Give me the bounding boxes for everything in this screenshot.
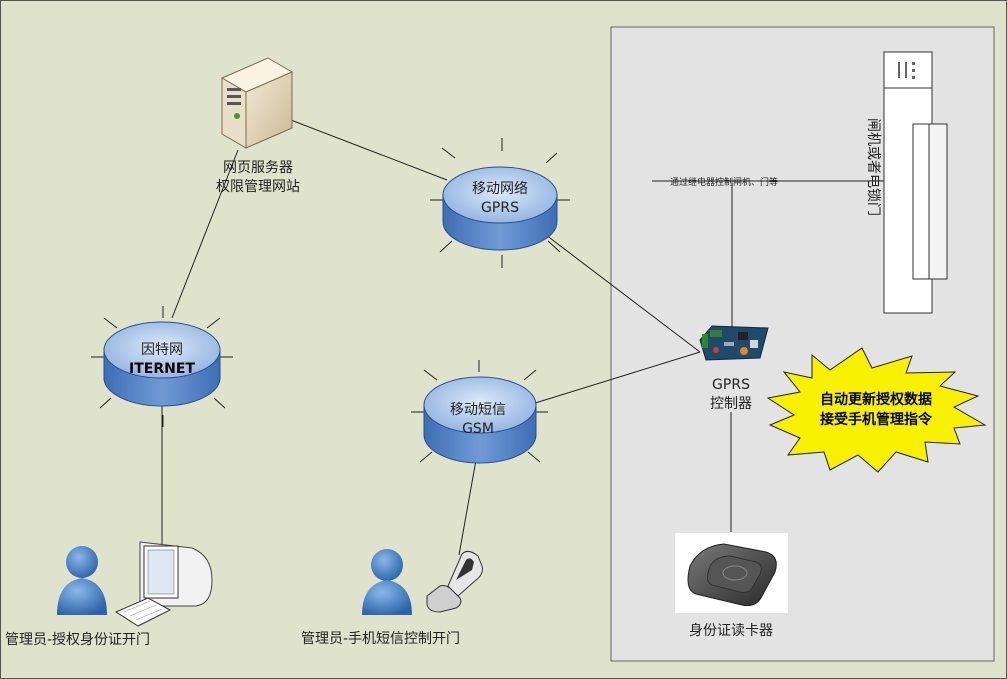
gate-door-icon <box>883 51 948 314</box>
server-icon <box>220 57 294 149</box>
line-server-internet <box>171 149 239 319</box>
starburst-text-1: 自动更新授权数据 <box>820 391 932 408</box>
gprs-network-icon <box>430 138 570 268</box>
starburst-text-2: 接受手机管理指令 <box>820 411 933 428</box>
starburst-callout <box>766 347 987 473</box>
gsm-label-1: 移动短信 <box>450 402 506 418</box>
internet-label-2: ITERNET <box>129 361 195 377</box>
site-panel <box>610 26 995 662</box>
admin-pc-label: 管理员-授权身份证开门 <box>5 632 150 648</box>
server-label-2: 权限管理网站 <box>216 179 300 195</box>
line-gsm-phone <box>458 459 477 556</box>
controller-label-1: GPRS <box>712 377 750 393</box>
line-gsm-controller <box>531 351 701 405</box>
card-reader-icon <box>675 533 788 613</box>
controller-label-2: 控制器 <box>710 396 752 412</box>
controller-board-icon <box>699 325 769 361</box>
server-label-1: 网页服务器 <box>223 160 293 176</box>
gprs-network-label-1: 移动网络 <box>472 181 528 197</box>
computer-icon <box>114 541 213 627</box>
gate-label: 闸机或者电锁门 <box>865 118 881 216</box>
card-reader-label: 身份证读卡器 <box>689 622 773 639</box>
internet-icon <box>91 306 233 427</box>
relay-label: 通过继电器控制闸机、门等 <box>670 176 778 188</box>
gsm-network-icon <box>411 360 548 464</box>
gsm-label-2: GSM <box>462 421 494 437</box>
admin-pc-person-icon <box>57 546 107 615</box>
internet-label-1: 因特网 <box>141 342 183 358</box>
mobile-phone-icon <box>426 550 483 613</box>
line-server-gprs <box>282 116 448 181</box>
admin-phone-person-icon <box>362 549 412 615</box>
connection-lines <box>161 116 895 556</box>
admin-phone-label: 管理员-手机短信控制开门 <box>301 631 460 647</box>
gprs-network-label-2: GPRS <box>481 200 519 216</box>
line-gprs-controller <box>545 234 701 353</box>
